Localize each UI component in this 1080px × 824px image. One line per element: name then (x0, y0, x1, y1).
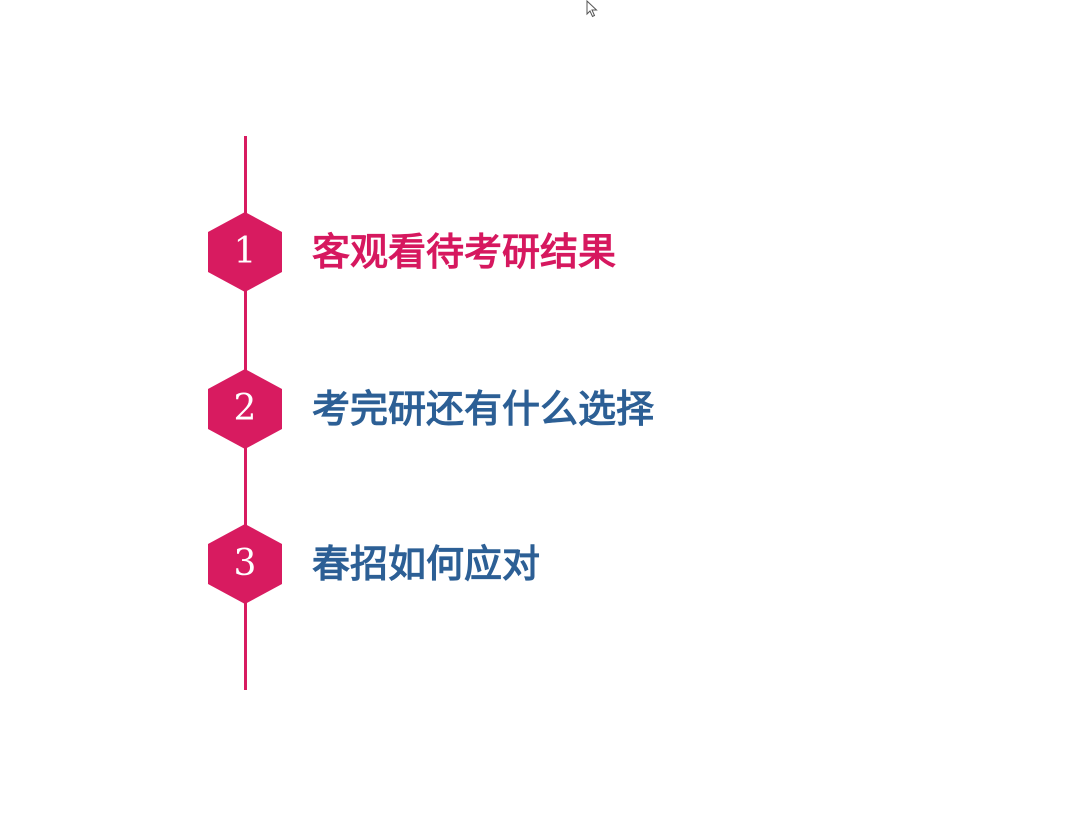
item-label: 考完研还有什么选择 (312, 387, 655, 431)
item-label: 春招如何应对 (312, 542, 541, 586)
hexagon-icon (208, 524, 282, 604)
hexagon-badge: 3 (208, 524, 282, 604)
mouse-pointer-icon (586, 0, 598, 18)
item-number: 3 (233, 543, 257, 584)
agenda-item-2: 2 考完研还有什么选择 (208, 369, 808, 449)
hexagon-badge: 2 (208, 369, 282, 449)
item-label: 客观看待考研结果 (312, 230, 617, 274)
item-number: 1 (233, 231, 257, 272)
hexagon-icon (208, 212, 282, 292)
hexagon-icon (208, 369, 282, 449)
agenda-item-3: 3 春招如何应对 (208, 524, 808, 604)
agenda-item-1: 1 客观看待考研结果 (208, 212, 808, 292)
item-number: 2 (233, 388, 257, 429)
hexagon-badge: 1 (208, 212, 282, 292)
